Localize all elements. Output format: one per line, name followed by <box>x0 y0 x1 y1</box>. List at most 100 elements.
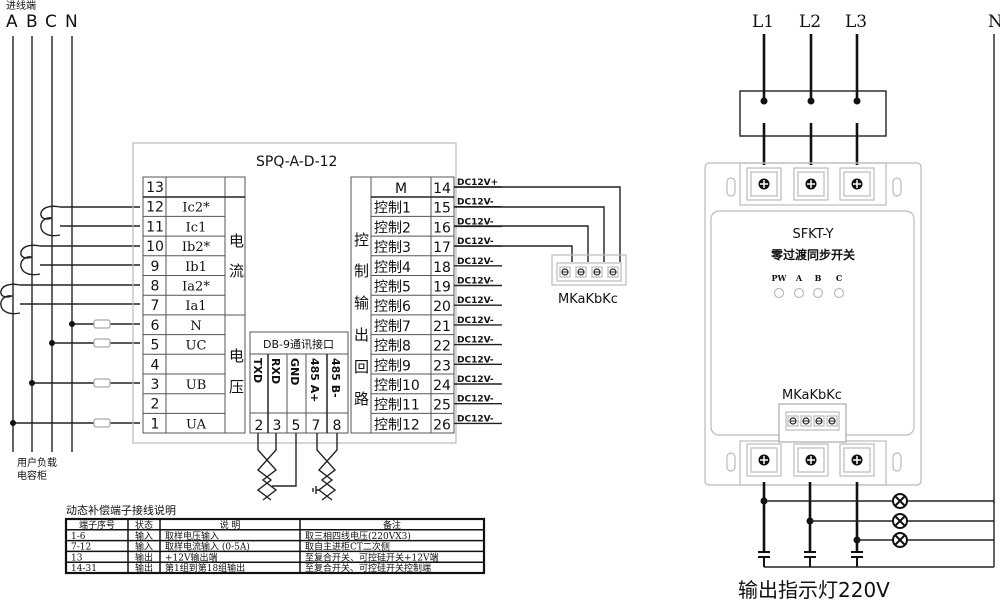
load-label-line1: 用户负载 <box>17 456 57 469</box>
input-terminal-num: 9 <box>151 259 160 275</box>
led-indicator-icon <box>833 287 845 299</box>
neutral-label: N <box>988 12 1000 32</box>
ct-coil-b-icon <box>20 244 41 276</box>
input-terminal-num: 4 <box>151 357 160 373</box>
output-signal-label: DC12V- <box>457 375 494 385</box>
current-group-char2: 流 <box>229 262 244 280</box>
input-terminal-num: 7 <box>151 298 160 314</box>
fuse-icon <box>93 319 111 329</box>
output-terminal-num: 17 <box>433 240 451 256</box>
small-connector-left: MKaKbKc <box>551 254 627 307</box>
input-terminal-label: Ic2* <box>182 201 210 216</box>
output-terminal-label: 控制8 <box>374 339 411 355</box>
input-terminal-label: UB <box>186 378 207 393</box>
output-terminal-num: 24 <box>433 378 451 394</box>
input-terminal-num: 3 <box>151 377 160 393</box>
output-caption: 输出指示灯220V <box>738 578 890 602</box>
phase-label-l3: L3 <box>845 12 867 32</box>
output-group-char: 回 <box>354 358 369 376</box>
table-cell: 取样电压输入 <box>165 530 219 542</box>
table-cell: 14-31 <box>71 564 97 574</box>
controller-body <box>132 142 457 444</box>
current-group-char1: 电 <box>229 232 244 250</box>
table-cell: +12V输出端 <box>165 551 218 563</box>
controller-model: SPQ-A-D-12 <box>256 154 337 170</box>
input-terminal-label: Ic1 <box>186 220 207 235</box>
output-group-char: 输 <box>354 294 369 312</box>
input-terminal-num: 1 <box>151 416 160 432</box>
small-connector-label: MKaKbKc <box>558 292 618 307</box>
comm-pin-num: 7 <box>312 418 321 434</box>
comm-pin-num: 8 <box>333 418 342 434</box>
table-header-cell: 状态 <box>135 519 153 531</box>
output-terminal-label: 控制3 <box>374 240 411 256</box>
phase-label-b: B <box>26 12 38 32</box>
device-name: 零过渡同步开关 <box>770 247 855 262</box>
incoming-label: 进线端 <box>6 0 36 12</box>
output-group-char: 制 <box>354 262 369 280</box>
output-signal-label: DC12V- <box>457 237 494 247</box>
phase-label-a: A <box>6 12 18 32</box>
input-terminal-label: UA <box>186 417 207 432</box>
input-terminal-label: Ia1 <box>185 299 206 314</box>
output-terminal-num: 25 <box>433 398 451 414</box>
control-wires <box>454 186 621 262</box>
breaker <box>739 34 887 165</box>
input-terminal-num: 2 <box>151 397 160 413</box>
fuse-icon <box>93 378 111 388</box>
db9-title: DB-9通讯接口 <box>263 338 334 351</box>
table-cell: 取三相四线电压(220VX3) <box>305 530 411 542</box>
output-terminal-num: 16 <box>433 220 451 236</box>
comm-pin-name: 485 A+ <box>308 358 321 403</box>
mount-slot-icon <box>892 177 902 197</box>
output-terminal-label: 控制4 <box>374 260 411 276</box>
output-terminal-num: 21 <box>433 319 451 335</box>
output-signal-label: DC12V- <box>457 217 494 227</box>
table-cell: 输入 <box>135 541 153 553</box>
output-signal-label: DC12V- <box>457 198 494 208</box>
comm-pin-num: 5 <box>292 418 301 434</box>
fuse-icon <box>93 338 111 348</box>
led-indicator-icon <box>793 287 805 299</box>
output-terminal-label: 控制12 <box>374 417 420 433</box>
input-terminal-label: Ib1 <box>185 260 207 275</box>
comm-pin-name: 485 B- <box>329 358 342 398</box>
output-terminal-label: 控制5 <box>374 280 411 296</box>
output-group-char: 路 <box>354 390 369 408</box>
input-terminal-num: 5 <box>151 338 160 354</box>
input-terminal-num: 13 <box>146 180 164 196</box>
current-transformers <box>0 205 61 315</box>
output-terminal-label: 控制11 <box>374 398 420 414</box>
output-terminal-num: 19 <box>433 280 451 296</box>
led-indicator-icon <box>773 287 785 299</box>
led-label: PW <box>772 273 788 283</box>
output-terminal-label: 控制2 <box>374 220 411 236</box>
table-cell: 7-12 <box>71 543 91 553</box>
table-cell: 取自主进柜CT二次侧 <box>305 541 390 553</box>
led-indicator-icon <box>812 287 824 299</box>
voltage-group-char2: 压 <box>229 378 244 396</box>
input-terminal-label: UC <box>186 339 207 354</box>
phase-label-l1: L1 <box>752 12 774 32</box>
output-terminal-num: 22 <box>433 339 451 355</box>
input-terminal-num: 8 <box>151 279 160 295</box>
table-cell: 至复合开关、可控硅开关控制端 <box>305 562 431 574</box>
output-terminal-num: 14 <box>433 181 451 197</box>
output-group-char: 控 <box>354 231 369 249</box>
output-signal-label: DC12V- <box>457 355 494 365</box>
table-cell: 13 <box>71 553 83 563</box>
input-terminal-num: 10 <box>146 239 164 255</box>
output-terminal-label: 控制1 <box>374 201 411 217</box>
output-terminal-label: 控制9 <box>374 358 411 374</box>
fuses <box>93 319 111 428</box>
table-header-cell: 备注 <box>383 519 401 531</box>
output-signal-label: DC12V- <box>457 336 494 346</box>
output-terminal-label: 控制6 <box>374 299 411 315</box>
input-terminal-num: 12 <box>146 200 164 216</box>
output-signal-label: DC12V- <box>457 277 494 287</box>
comm-pin-name: GND <box>288 358 301 385</box>
